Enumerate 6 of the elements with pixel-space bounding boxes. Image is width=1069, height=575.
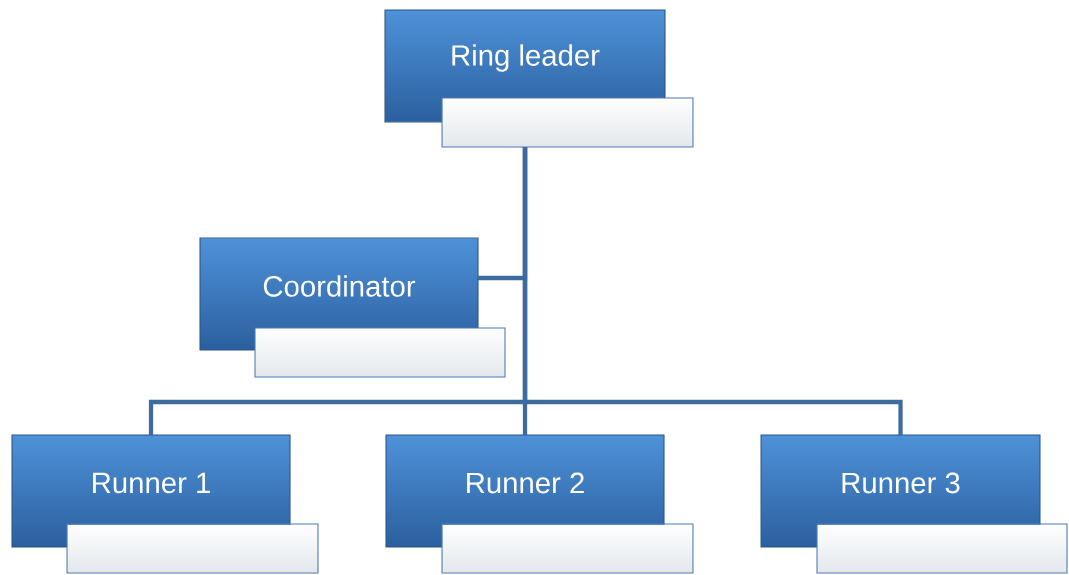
note-box	[441, 97, 694, 148]
note-box	[441, 523, 694, 574]
note-box	[254, 327, 506, 378]
note-box	[66, 523, 319, 574]
note-box	[816, 523, 1068, 574]
connector-line	[522, 147, 903, 435]
